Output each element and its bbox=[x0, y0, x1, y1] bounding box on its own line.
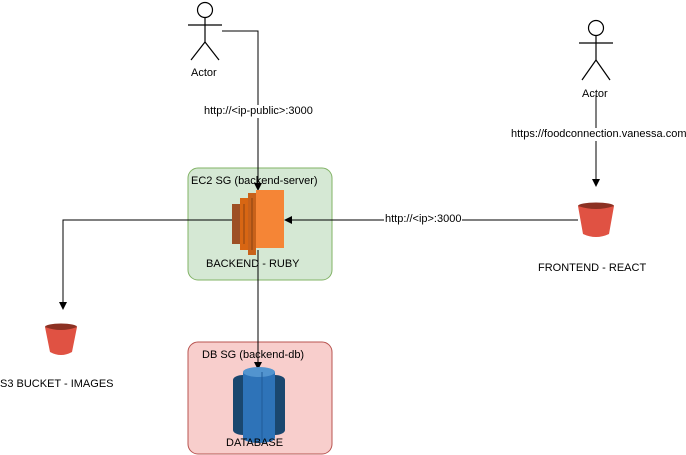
actor-left-icon[interactable] bbox=[188, 1, 222, 61]
edge-label-actor-to-backend: http://<ip-public>:3000 bbox=[203, 105, 314, 118]
db-group-label: DB SG (backend-db) bbox=[202, 349, 305, 361]
database-label: DATABASE bbox=[226, 437, 284, 449]
edge-label-actor-to-frontend: https://foodconnection.vanessa.com bbox=[510, 128, 686, 141]
frontend-label: FRONTEND - REACT bbox=[538, 262, 647, 274]
ec2-group-label: EC2 SG (backend-server) bbox=[191, 175, 318, 187]
edge-label-frontend-to-backend: http://<ip>:3000 bbox=[384, 213, 463, 226]
actor-left-label: Actor bbox=[191, 67, 217, 79]
rds-database-icon[interactable] bbox=[233, 367, 285, 443]
edge-actor-to-backend[interactable] bbox=[222, 30, 262, 191]
backend-label: BACKEND - RUBY bbox=[206, 258, 300, 270]
frontend-bucket-icon[interactable] bbox=[578, 202, 614, 238]
actor-right-label: Actor bbox=[582, 88, 608, 100]
actor-right-icon[interactable] bbox=[579, 19, 613, 81]
s3-label: S3 BUCKET - IMAGES bbox=[0, 378, 114, 390]
edge-backend-to-s3[interactable] bbox=[59, 219, 232, 310]
s3-bucket-icon[interactable] bbox=[45, 323, 77, 356]
ec2-instance-icon[interactable] bbox=[232, 190, 284, 255]
